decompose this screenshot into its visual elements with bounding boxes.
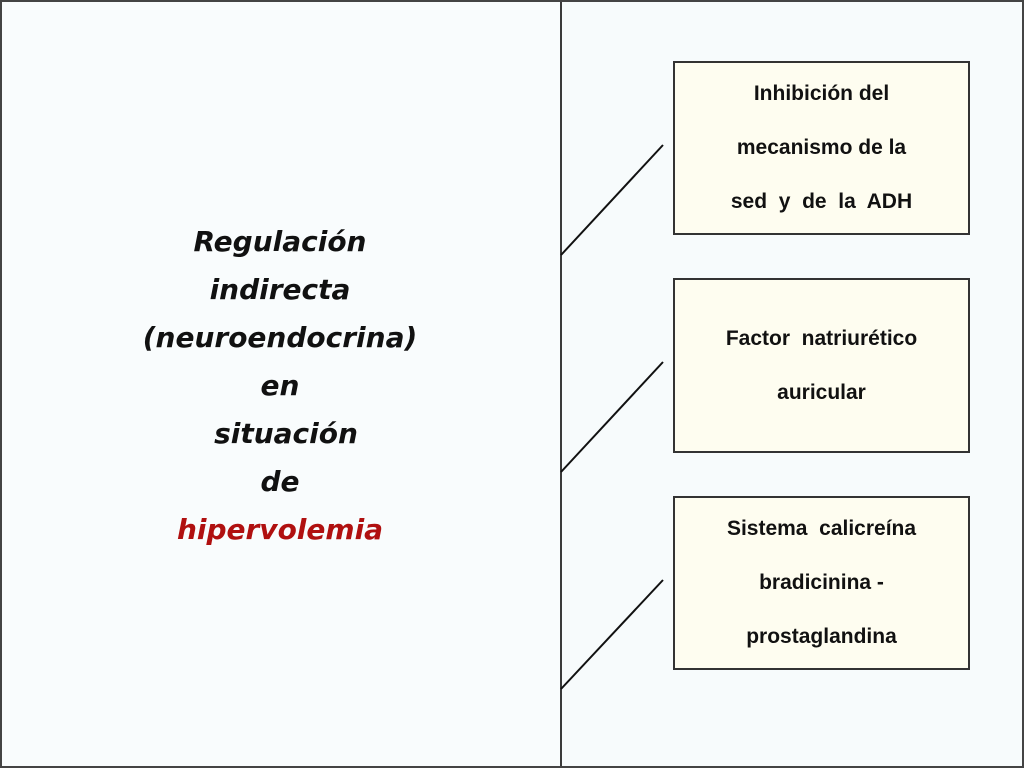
vertical-divider [560,0,562,768]
title-line-2: indirecta [209,273,351,306]
box1-line-1: Inhibición del [753,82,890,105]
box2-line-2: auricular [777,380,866,404]
box-kallikrein-system: Sistema calicreína bradicinina - prostag… [673,496,970,670]
title-highlight: hipervolemia [176,513,384,546]
main-title: Regulación indirecta (neuroendocrina) en… [20,218,540,554]
box3-line-2: bradicinina - [759,571,884,594]
title-line-5: situación [214,417,358,450]
title-line-3: (neuroendocrina) [142,321,418,354]
connector-line-3 [560,579,664,690]
box3-line-3: prostaglandina [746,625,897,648]
left-panel [2,2,560,766]
title-line-1: Regulación [193,225,367,258]
box3-line-1: Sistema calicreína [726,517,917,540]
title-line-4: en [260,369,300,402]
box-natriuretic-factor: Factor natriurético auricular [673,278,970,453]
title-line-6: de [260,465,300,498]
box-thirst-adh: Inhibición del mecanismo de la sed y de … [673,61,970,235]
box2-line-1: Factor natriurético [725,326,918,350]
box1-line-2: mecanismo de la [736,136,907,159]
connector-line-2 [560,361,664,473]
box1-line-3: sed y de la ADH [730,190,913,213]
connector-line-1 [560,144,664,256]
